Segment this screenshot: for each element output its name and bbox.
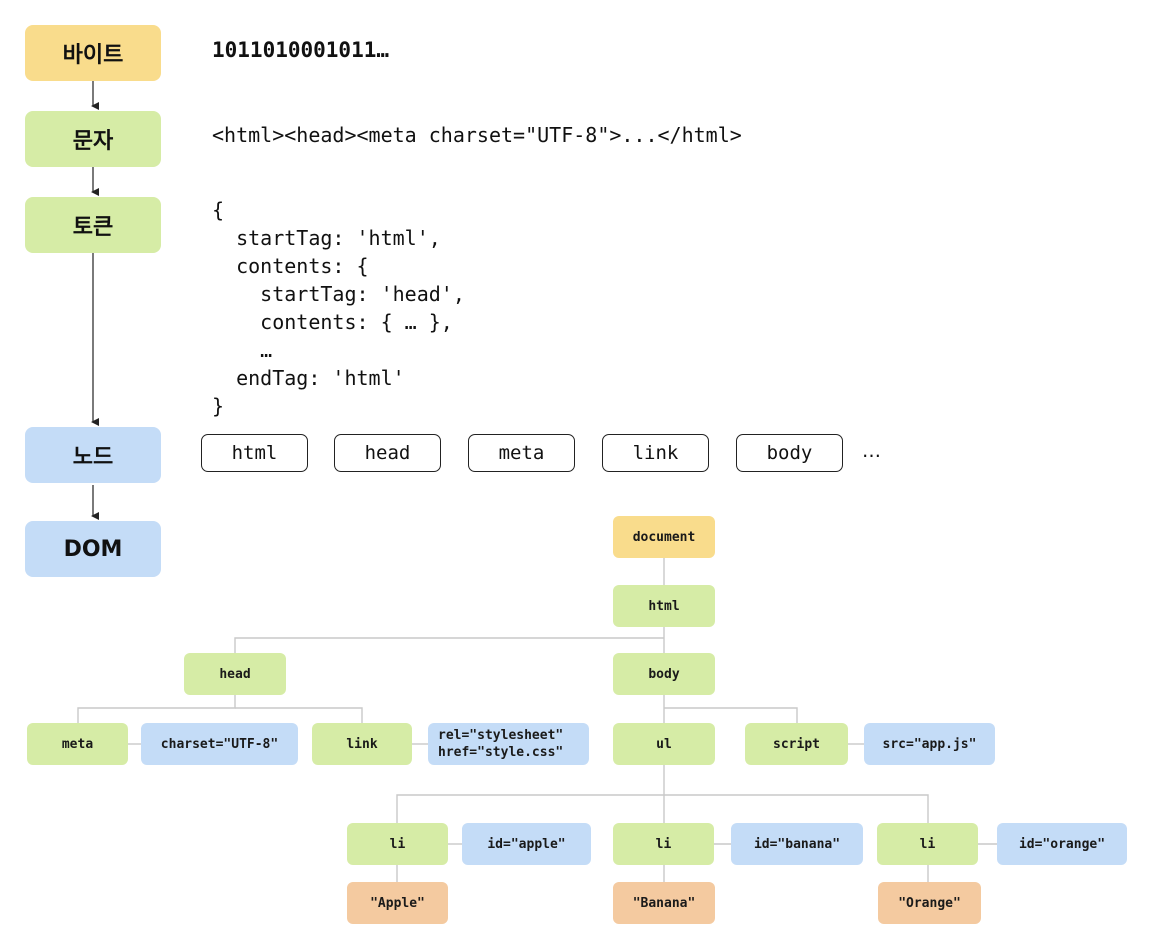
tree-wires	[77, 558, 997, 882]
node-token-body: body	[736, 434, 843, 472]
tree-node-link: link	[312, 723, 412, 765]
bytes-example: 1011010001011…	[212, 38, 390, 62]
tree-node-li-apple: li	[347, 823, 448, 865]
step-dom-label: DOM	[63, 536, 123, 562]
tree-node-body: body	[613, 653, 715, 695]
tree-text-banana: "Banana"	[613, 882, 715, 924]
step-characters: 문자	[25, 111, 161, 167]
node-token-head: head	[334, 434, 441, 472]
tree-attr-li-banana-id: id="banana"	[731, 823, 863, 865]
tree-text-orange: "Orange"	[878, 882, 981, 924]
tree-node-document: document	[613, 516, 715, 558]
tree-attr-script-src: src="app.js"	[864, 723, 995, 765]
tree-attr-li-apple-id: id="apple"	[462, 823, 591, 865]
step-characters-label: 문자	[72, 129, 114, 154]
node-token-html: html	[201, 434, 308, 472]
node-tokens-ellipsis: …	[862, 440, 881, 462]
tree-node-html: html	[613, 585, 715, 627]
tree-node-ul: ul	[613, 723, 715, 765]
tokens-example: { startTag: 'html', contents: { startTag…	[212, 198, 465, 418]
characters-example: <html><head><meta charset="UTF-8">...</h…	[212, 123, 742, 147]
tree-attr-meta-charset: charset="UTF-8"	[141, 723, 298, 765]
tree-node-meta: meta	[27, 723, 128, 765]
tree-attr-li-orange-id: id="orange"	[997, 823, 1127, 865]
tree-node-li-banana: li	[613, 823, 714, 865]
tree-attr-link: rel="stylesheet" href="style.css"	[428, 723, 589, 765]
node-token-link: link	[602, 434, 709, 472]
tree-attr-link-href: href="style.css"	[438, 745, 564, 760]
step-bytes-label: 바이트	[62, 43, 124, 68]
step-dom: DOM	[25, 521, 161, 577]
tree-text-apple: "Apple"	[347, 882, 448, 924]
step-nodes-label: 노드	[72, 445, 114, 470]
node-token-meta: meta	[468, 434, 575, 472]
tree-node-script: script	[745, 723, 848, 765]
step-bytes: 바이트	[25, 25, 161, 81]
tree-node-li-orange: li	[877, 823, 978, 865]
step-tokens-label: 토큰	[72, 215, 114, 240]
step-nodes: 노드	[25, 427, 161, 483]
tree-attr-link-rel: rel="stylesheet"	[438, 728, 564, 743]
tree-node-head: head	[184, 653, 286, 695]
step-tokens: 토큰	[25, 197, 161, 253]
